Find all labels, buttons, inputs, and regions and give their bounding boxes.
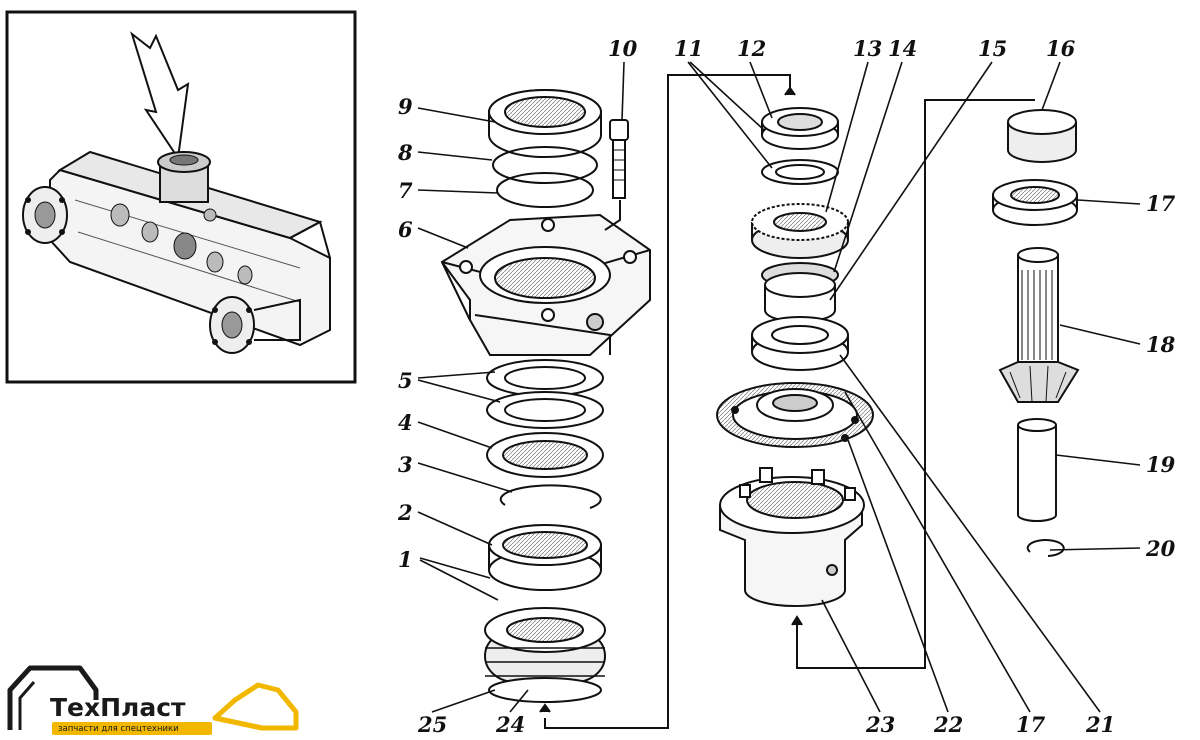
label-24: 24 — [495, 712, 525, 737]
label-15: 15 — [978, 36, 1007, 61]
middle-stack — [716, 107, 874, 607]
label-13: 13 — [853, 36, 882, 61]
part-25-base — [488, 677, 602, 703]
label-21: 21 — [1085, 712, 1115, 737]
part-15-race — [764, 272, 836, 323]
label-4: 4 — [398, 410, 413, 435]
part-16-bushing — [1007, 109, 1077, 163]
label-8: 8 — [397, 140, 413, 165]
part-12-nut — [761, 107, 839, 150]
label-22: 22 — [933, 712, 963, 737]
label-14: 14 — [888, 36, 917, 61]
assembly-lines — [539, 74, 1035, 729]
label-6: 6 — [398, 217, 413, 242]
part-6-housing — [440, 213, 651, 356]
leader-lines — [417, 61, 1141, 713]
logo-tagline-bar — [52, 722, 212, 735]
label-3: 3 — [398, 452, 413, 477]
label-17-bottom: 17 — [1016, 712, 1046, 737]
label-16: 16 — [1046, 36, 1076, 61]
label-19: 19 — [1146, 452, 1176, 477]
loader-bucket-icon — [212, 682, 299, 731]
logo-tagline: запчасти для спецтехники — [58, 724, 179, 734]
left-stack — [440, 89, 651, 703]
axle-housing-inset — [5, 10, 357, 384]
label-10: 10 — [608, 36, 638, 61]
right-stack — [992, 109, 1080, 557]
part-24-discs — [484, 607, 606, 683]
label-9: 9 — [398, 94, 413, 119]
label-17-top: 17 — [1146, 191, 1176, 216]
part-21-bearing — [751, 316, 849, 371]
part-23-carrier — [719, 467, 865, 607]
part-3-snapring — [499, 484, 602, 509]
part-19-pin — [1017, 418, 1057, 522]
part-2-bearing — [488, 524, 602, 591]
part-7-oring — [496, 172, 594, 208]
part-labels: 1 2 3 4 5 6 7 8 9 10 11 12 13 14 15 16 1… — [397, 36, 1176, 737]
label-2: 2 — [397, 500, 413, 525]
techplast-logo: ТехПласт запчасти для спецтехники — [7, 665, 299, 735]
part-18-pinion — [998, 247, 1080, 403]
label-7: 7 — [398, 178, 413, 203]
part-10-bolt — [609, 119, 629, 199]
excavator-icon — [7, 665, 99, 730]
part-22-flange — [716, 382, 874, 448]
part-20-circlip — [1026, 539, 1065, 557]
label-5: 5 — [398, 368, 413, 393]
label-11: 11 — [674, 36, 703, 61]
label-25: 25 — [417, 712, 447, 737]
label-1: 1 — [398, 547, 413, 572]
label-12: 12 — [737, 36, 766, 61]
label-20: 20 — [1145, 536, 1176, 561]
logo-text: ТехПласт — [50, 693, 186, 722]
part-13-gear — [751, 203, 849, 259]
part-9-cap — [488, 89, 602, 158]
label-18: 18 — [1146, 332, 1176, 357]
part-17-bearing — [992, 179, 1078, 226]
part-8-oring — [492, 146, 598, 184]
label-23: 23 — [865, 712, 895, 737]
